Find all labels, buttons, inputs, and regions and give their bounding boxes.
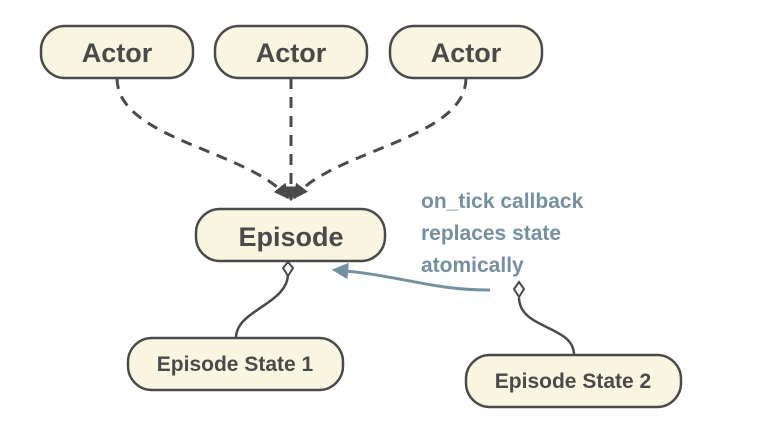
- callback-note-line-2: replaces state: [421, 222, 561, 245]
- episode-state-2-label: Episode State 2: [495, 370, 651, 393]
- callback-arrow: [331, 262, 491, 292]
- actor-node-1-label: Actor: [82, 38, 153, 68]
- actor-node-1: Actor: [39, 24, 195, 80]
- episode-state-1-node: Episode State 1: [126, 336, 345, 392]
- callback-note-line-3: atomically: [421, 254, 524, 277]
- episode-node: Episode: [194, 207, 387, 263]
- actor-node-3: Actor: [388, 24, 544, 80]
- actor-node-2: Actor: [213, 24, 369, 80]
- actor-node-2-label: Actor: [256, 38, 327, 68]
- episode-state-2-node: Episode State 2: [464, 353, 683, 409]
- episode-state-1-diamond: [281, 260, 295, 278]
- actor-3-to-episode-connector: [292, 77, 468, 200]
- episode-state-1-link: [234, 274, 290, 339]
- callback-note: on_tick callback replaces state atomical…: [421, 190, 584, 277]
- actor-node-3-label: Actor: [431, 38, 502, 68]
- callback-note-line-1: on_tick callback: [421, 190, 584, 213]
- episode-state-2-link: [517, 297, 576, 356]
- actor-1-to-episode-connector: [115, 77, 290, 200]
- episode-state-2-diamond: [512, 280, 526, 299]
- episode-node-label: Episode: [238, 222, 343, 252]
- episode-state-1-label: Episode State 1: [157, 353, 314, 376]
